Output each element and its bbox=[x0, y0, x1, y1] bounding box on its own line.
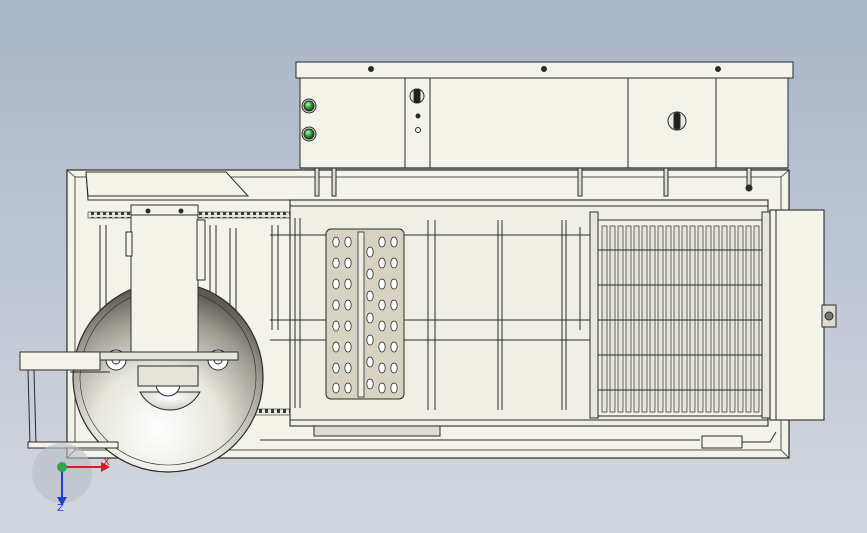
drum bbox=[72, 281, 264, 473]
origin-point bbox=[57, 462, 67, 472]
x-axis-label: X bbox=[103, 457, 110, 468]
rotary-switch-icon bbox=[667, 111, 687, 131]
cooling-rack bbox=[597, 219, 763, 417]
axis-triad bbox=[32, 443, 110, 506]
indicator-lamp bbox=[301, 126, 317, 142]
control-box bbox=[295, 61, 794, 169]
drum-bracket bbox=[97, 204, 239, 371]
bottom-rail bbox=[260, 431, 777, 449]
rotary-switch-icon bbox=[409, 88, 425, 133]
indicator-lamp bbox=[301, 98, 317, 114]
perforated-plate bbox=[325, 228, 405, 400]
motor-housing bbox=[769, 209, 837, 421]
connector-posts bbox=[314, 167, 753, 197]
z-axis-label: Z bbox=[57, 503, 64, 514]
